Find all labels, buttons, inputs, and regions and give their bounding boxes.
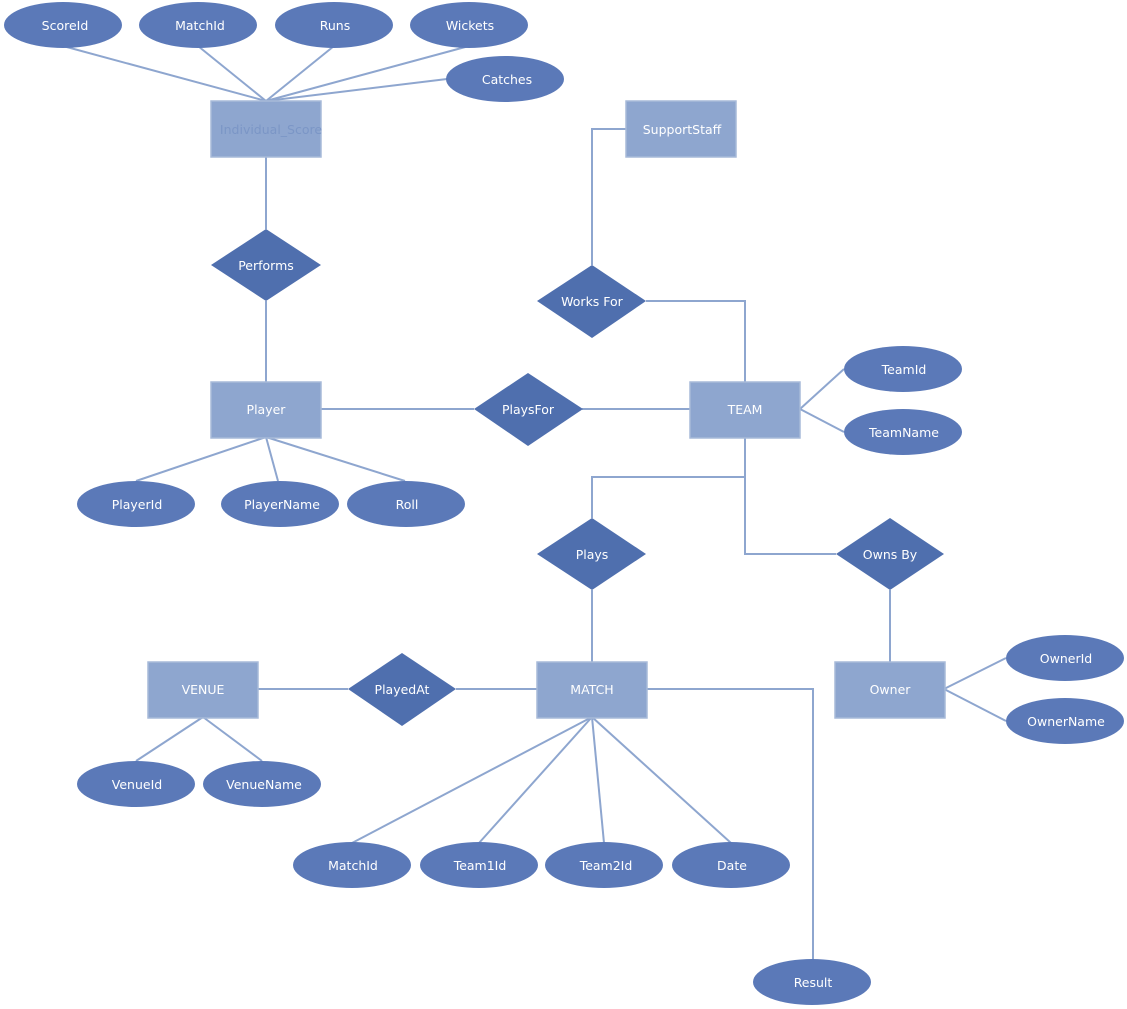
attribute-label: MatchId [175,18,225,33]
attribute-label: PlayerName [244,497,320,512]
relationship-label: PlayedAt [375,682,430,697]
attribute-venue-name[interactable]: VenueName [203,761,321,807]
relationship-works-for[interactable]: Works For [537,265,646,338]
relationship-label: Works For [561,294,624,309]
attribute-label: OwnerId [1040,651,1092,666]
attribute-label: VenueName [226,777,302,792]
attribute-score-id[interactable]: ScoreId [4,2,122,48]
attribute-label: MatchId [328,858,378,873]
entity-label: Owner [870,682,912,697]
attribute-label: VenueId [112,777,162,792]
attribute-label: Team2Id [579,858,633,873]
attribute-label: ScoreId [42,18,89,33]
attribute-owner-id[interactable]: OwnerId [1006,635,1124,681]
entity-owner[interactable]: Owner [834,661,946,719]
attribute-team-id[interactable]: TeamId [844,346,962,392]
relationship-performs[interactable]: Performs [211,229,321,301]
attribute-label: Date [717,858,747,873]
attribute-team-name[interactable]: TeamName [844,409,962,455]
attribute-label: Team1Id [453,858,507,873]
attribute-team2-id[interactable]: Team2Id [545,842,663,888]
attribute-team1-id[interactable]: Team1Id [420,842,538,888]
attribute-label: Result [794,975,833,990]
relationship-played-at[interactable]: PlayedAt [348,653,456,726]
entity-label: Player [247,402,287,417]
attribute-venue-id[interactable]: VenueId [77,761,195,807]
attribute-date[interactable]: Date [672,842,790,888]
attribute-owner-name[interactable]: OwnerName [1006,698,1124,744]
attribute-score-match-id[interactable]: MatchId [139,2,257,48]
entity-label: VENUE [182,682,225,697]
relationship-label: Plays [576,547,609,562]
connector-lines [62,45,1007,960]
attribute-label: Catches [482,72,532,87]
attribute-label: Runs [320,18,350,33]
entity-team[interactable]: TEAM [689,381,801,439]
attribute-catches[interactable]: Catches [446,56,564,102]
entity-player[interactable]: Player [210,381,322,439]
relationship-label: Owns By [863,547,918,562]
relationship-plays[interactable]: Plays [537,518,646,590]
attribute-player-id[interactable]: PlayerId [77,481,195,527]
entity-venue[interactable]: VENUE [147,661,259,719]
attribute-result[interactable]: Result [753,959,871,1005]
attribute-label: PlayerId [112,497,163,512]
attribute-roll[interactable]: Roll [347,481,465,527]
entity-individual-score[interactable]: Individual_Score [210,100,322,158]
entity-label: TEAM [727,402,763,417]
relationship-label: PlaysFor [502,402,555,417]
entity-label: Individual_Score [220,122,322,137]
attribute-label: TeamName [868,425,939,440]
attribute-match-id[interactable]: MatchId [293,842,411,888]
entity-label: SupportStaff [643,122,722,137]
attribute-label: Roll [396,497,419,512]
relationship-owns-by[interactable]: Owns By [836,518,944,590]
attribute-label: OwnerName [1027,714,1105,729]
relationship-plays-for[interactable]: PlaysFor [474,373,583,446]
attribute-runs[interactable]: Runs [275,2,393,48]
entity-match[interactable]: MATCH [536,661,648,719]
attribute-label: Wickets [446,18,494,33]
relationship-label: Performs [238,258,294,273]
attribute-wickets[interactable]: Wickets [410,2,528,48]
entity-support-staff[interactable]: SupportStaff [625,100,737,158]
attribute-player-name[interactable]: PlayerName [221,481,339,527]
entity-label: MATCH [570,682,613,697]
attribute-label: TeamId [881,362,927,377]
